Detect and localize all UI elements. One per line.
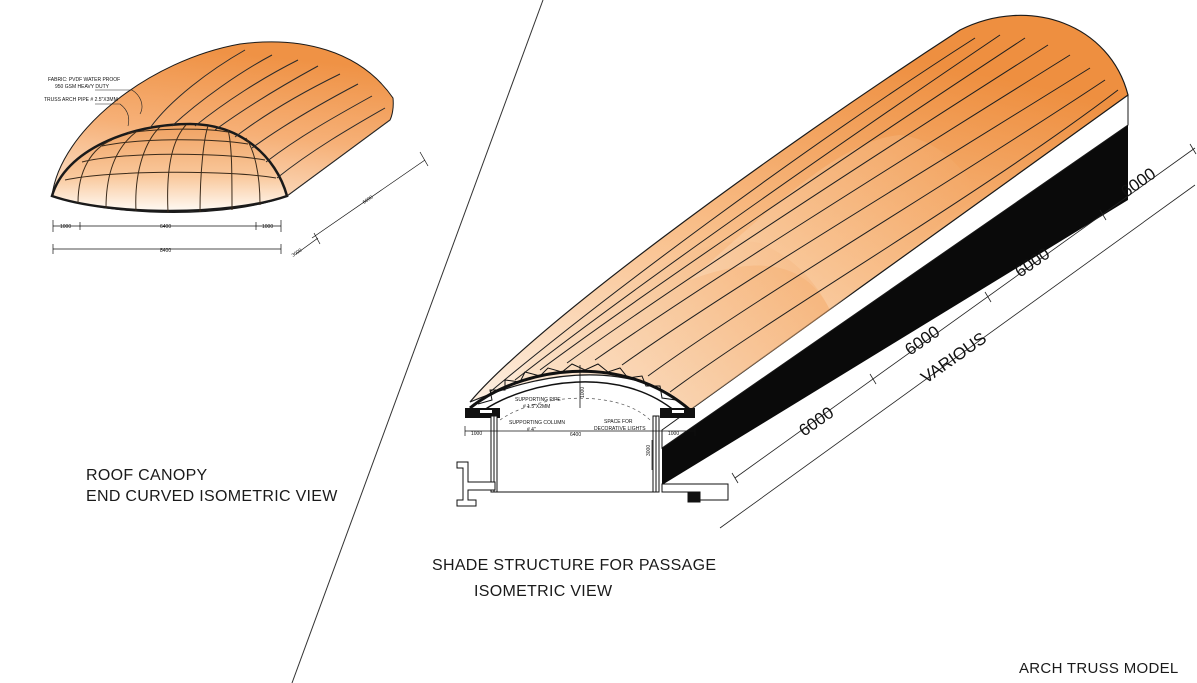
passage-side-beam-black — [662, 125, 1128, 485]
left-title-line2: END CURVED ISOMETRIC VIEW — [86, 488, 338, 505]
arch-truss-outer — [469, 369, 691, 412]
dim-passage-right-overhang: 1000 — [668, 431, 679, 437]
sheet-divider-line — [291, 0, 544, 683]
canopy-dimension-row1 — [52, 220, 282, 232]
truss-note: TRUSS ARCH PIPE # 2.5"X3MM — [44, 97, 118, 103]
truss-leader-line — [95, 103, 130, 127]
fabric-note-line1: FABRIC: PVDF WATER PROOF — [48, 77, 120, 83]
passage-section-dims — [464, 426, 696, 470]
dim-column-height: 3000 — [646, 445, 652, 456]
dim-passage-left-overhang: 1000 — [471, 431, 482, 437]
supporting-column-note-1: SUPPORTING COLUMN — [509, 420, 565, 426]
passage-roof-lines — [489, 34, 1119, 393]
arch-truss-webbing — [477, 363, 677, 405]
canopy-dimension-length — [295, 151, 429, 255]
supporting-column-note-2: # 4" — [527, 427, 536, 433]
arch-truss-inner — [483, 381, 677, 413]
dim-span: 6400 — [160, 224, 171, 230]
dim-overall: 8400 — [160, 248, 171, 254]
model-label: ARCH TRUSS MODEL — [1019, 660, 1179, 677]
dim-rise: 1000 — [580, 387, 586, 398]
roof-arch-band-2 — [690, 135, 978, 310]
left-title-line1: ROOF CANOPY — [86, 467, 208, 484]
fabric-leader-line — [95, 89, 143, 115]
dim-right-overhang: 1000 — [262, 224, 273, 230]
supporting-pipe-note-1: SUPPORTING PIPE — [515, 397, 561, 403]
canopy-dimension-row2 — [52, 244, 282, 254]
inner-dashed-arch — [499, 397, 651, 421]
right-title-line1: SHADE STRUCTURE FOR PASSAGE — [432, 557, 717, 574]
roof-canopy-isometric: FABRIC: PVDF WATER PROOF 950 GSM HEAVY D… — [44, 41, 429, 259]
canopy-roof-lines — [149, 49, 391, 197]
lights-note-1: SPACE FOR — [604, 419, 633, 425]
lights-note-2: DECORATIVE LIGHTS — [594, 426, 646, 432]
right-title-line2: ISOMETRIC VIEW — [474, 583, 613, 600]
passage-length-dims — [719, 143, 1197, 529]
fabric-note-line2: 950 GSM HEAVY DUTY — [55, 84, 110, 90]
shade-structure-isometric: 1000 — [456, 14, 1197, 529]
dim-passage-span: 6400 — [570, 432, 581, 438]
supporting-pipe-note-2: # 1.5"X2MM — [523, 404, 550, 410]
dim-bay-1: 6000 — [795, 403, 837, 440]
dim-length: 6000 — [362, 194, 375, 205]
column-footings — [456, 461, 729, 507]
dim-left-overhang: 1000 — [60, 224, 71, 230]
canopy-dome-ribs — [64, 124, 277, 213]
dim-end-depth: 3000 — [291, 247, 304, 258]
